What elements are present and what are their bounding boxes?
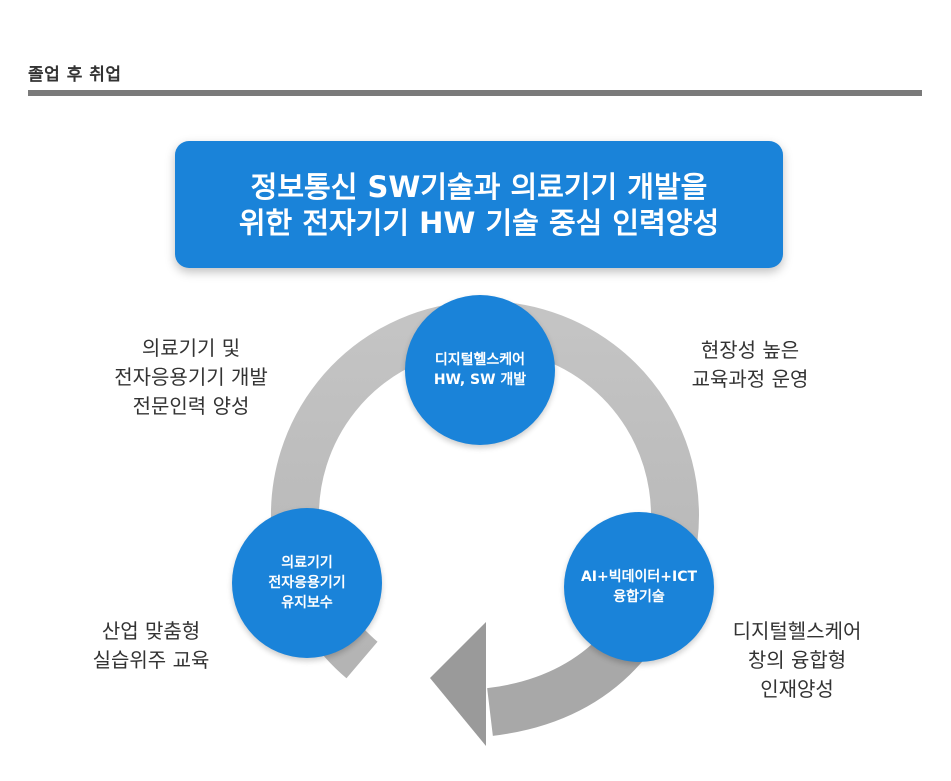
note-bottom-right-line-3: 인재양성 bbox=[760, 677, 834, 701]
cycle-node-right-line-2: 융합기술 bbox=[613, 589, 665, 605]
cycle-node-left-line-3: 유지보수 bbox=[281, 595, 333, 611]
cycle-node-left: 의료기기 전자응용기기 유지보수 bbox=[232, 508, 382, 658]
cycle-arrowhead bbox=[430, 622, 486, 746]
cycle-node-left-line-1: 의료기기 bbox=[281, 555, 333, 571]
note-bottom-right: 디지털헬스케어 창의 융합형 인재양성 bbox=[702, 617, 892, 704]
section-divider bbox=[28, 90, 922, 96]
cycle-node-top-line-1: 디지털헬스케어 bbox=[434, 352, 526, 368]
note-top-right: 현장성 높은 교육과정 운영 bbox=[660, 336, 840, 394]
note-bottom-right-line-1: 디지털헬스케어 bbox=[732, 619, 862, 643]
note-top-left-line-2: 전자응용기기 개발 bbox=[114, 365, 268, 389]
cycle-node-top: 디지털헬스케어 HW, SW 개발 bbox=[405, 295, 555, 445]
cycle-node-right-line-1: AI+빅데이터+ICT bbox=[580, 569, 698, 585]
cycle-node-right: AI+빅데이터+ICT 융합기술 bbox=[564, 512, 714, 662]
banner-line-2: 위한 전자기기 HW 기술 중심 인력양성 bbox=[238, 205, 720, 240]
note-bottom-left: 산업 맞춤형 실습위주 교육 bbox=[66, 617, 236, 675]
cycle-node-left-line-2: 전자응용기기 bbox=[268, 575, 346, 591]
note-top-right-line-2: 교육과정 운영 bbox=[691, 367, 809, 391]
section-title: 졸업 후 취업 bbox=[28, 65, 122, 85]
headline-banner: 정보통신 SW기술과 의료기기 개발을 위한 전자기기 HW 기술 중심 인력양… bbox=[175, 141, 783, 268]
note-bottom-left-line-1: 산업 맞춤형 bbox=[101, 619, 201, 643]
note-top-left-line-3: 전문인력 양성 bbox=[132, 394, 250, 418]
note-top-left-line-1: 의료기기 및 bbox=[141, 336, 241, 360]
note-top-right-line-1: 현장성 높은 bbox=[700, 338, 800, 362]
cycle-node-top-line-2: HW, SW 개발 bbox=[433, 372, 527, 388]
note-bottom-left-line-2: 실습위주 교육 bbox=[92, 648, 210, 672]
note-bottom-right-line-2: 창의 융합형 bbox=[747, 648, 847, 672]
banner-line-1: 정보통신 SW기술과 의료기기 개발을 bbox=[250, 169, 708, 204]
note-top-left: 의료기기 및 전자응용기기 개발 전문인력 양성 bbox=[86, 334, 296, 421]
